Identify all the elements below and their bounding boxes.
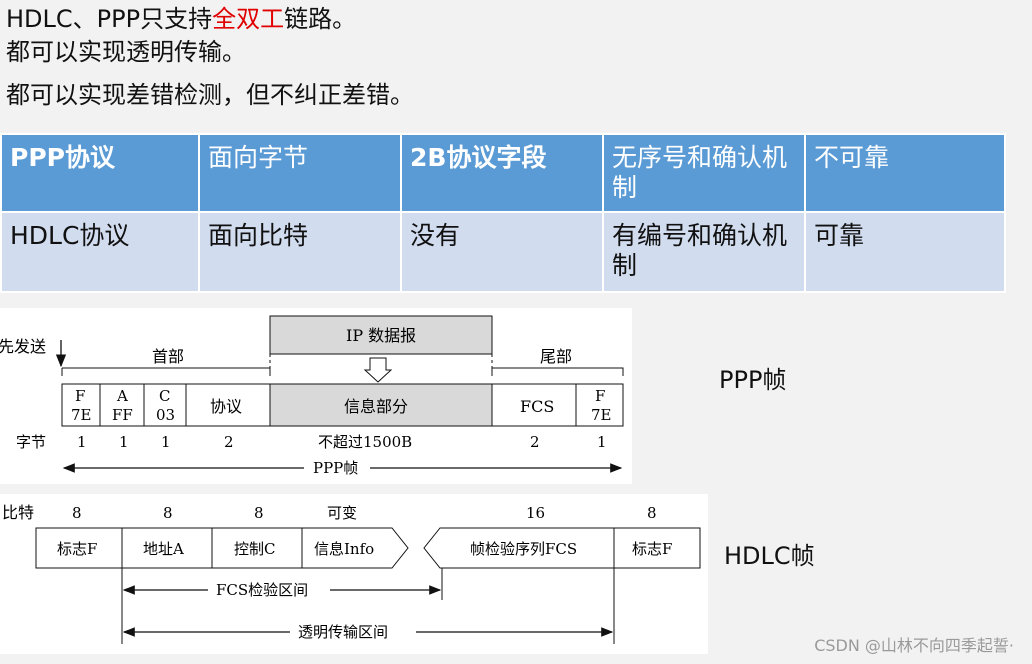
hdlc-address-field: 地址A [143,540,184,558]
hdlc-info-field: 信息Info [314,540,374,558]
cell-ppp-reliability: 不可靠 [804,133,1006,213]
flag2-bottom: 7E [591,406,612,424]
statement-full-duplex: HDLC、PPP只支持全双工链路。 [6,4,356,34]
cell-ppp-protocol: PPP协议 [0,133,200,213]
watermark: CSDN @山林不向四季起誓· [814,636,1014,655]
bits-flag2: 8 [647,504,657,522]
hdlc-frame-diagram: 比特 8 8 8 可变 16 8 标志F 地址A 控制C 信息Info 帧检验序… [0,494,708,654]
byte-count-protocol: 2 [224,433,234,451]
flag1-bottom: 7E [71,406,92,424]
bits-label: 比特 [2,503,34,522]
cell-ppp-orientation: 面向字节 [198,133,402,213]
bits-flag1: 8 [72,504,82,522]
statement-transparent: 都可以实现透明传输。 [6,38,246,66]
byte-count-info: 不超过1500B [318,433,412,451]
byte-count-flag: 1 [77,433,87,451]
bytes-label: 字节 [16,433,46,451]
bits-info: 可变 [327,504,357,522]
cell-hdlc-orientation: 面向比特 [198,211,402,293]
byte-count-control: 1 [161,433,171,451]
bits-address: 8 [163,504,173,522]
protocol-field: 协议 [210,397,242,416]
hdlc-fcs-field: 帧检验序列FCS [470,540,577,558]
hdlc-flag2-field: 标志F [632,540,672,558]
byte-count-fcs: 2 [530,433,540,451]
flag1-top: F [75,387,85,405]
bits-control: 8 [254,504,264,522]
transparent-range-label: 透明传输区间 [298,623,388,641]
hdlc-flag1-field: 标志F [57,540,97,558]
header-label: 首部 [152,347,184,366]
statement-error-detection: 都可以实现差错检测，但不纠正差错。 [6,81,414,109]
highlight-full-duplex: 全双工 [212,5,285,33]
cell-hdlc-reliability: 可靠 [804,211,1006,293]
first-send-label: 先发送 [0,337,46,356]
bits-fcs: 16 [526,504,545,522]
cell-ppp-ack: 无序号和确认机制 [602,133,806,213]
cell-ppp-field: 2B协议字段 [400,133,604,213]
hdlc-control-field: 控制C [234,540,275,558]
fcs-field: FCS [520,397,554,416]
cell-hdlc-protocol: HDLC协议 [0,211,200,293]
statement-text: HDLC、PPP只支持 [6,5,213,33]
table-row-hdlc: HDLC协议 面向比特 没有 有编号和确认机制 可靠 [0,211,1006,293]
ppp-frame-caption: PPP帧 [719,366,787,394]
byte-count-address: 1 [119,433,129,451]
fcs-check-range-label: FCS检验区间 [216,581,308,599]
byte-count-flag2: 1 [597,433,607,451]
control-bottom: 03 [156,406,175,424]
ppp-frame-diagram: 先发送 首部 尾部 IP 数据报 F 7E A FF C 03 协议 信息部分 … [0,308,632,484]
down-arrow-icon [363,357,393,383]
flag2-top: F [595,387,605,405]
control-top: C [159,387,170,405]
address-top: A [116,387,128,405]
ppp-frame-span-label: PPP帧 [313,459,358,477]
info-field: 信息部分 [344,397,408,416]
ip-datagram-label: IP 数据报 [346,326,416,345]
statement-text-end: 链路。 [284,5,357,33]
cell-hdlc-field: 没有 [400,211,604,293]
table-row-ppp: PPP协议 面向字节 2B协议字段 无序号和确认机制 不可靠 [0,133,1006,213]
trailer-label: 尾部 [540,347,572,366]
address-bottom: FF [112,406,133,424]
comparison-table: PPP协议 面向字节 2B协议字段 无序号和确认机制 不可靠 HDLC协议 面向… [0,133,1006,293]
hdlc-frame-caption: HDLC帧 [724,542,815,570]
cell-hdlc-ack: 有编号和确认机制 [602,211,806,293]
